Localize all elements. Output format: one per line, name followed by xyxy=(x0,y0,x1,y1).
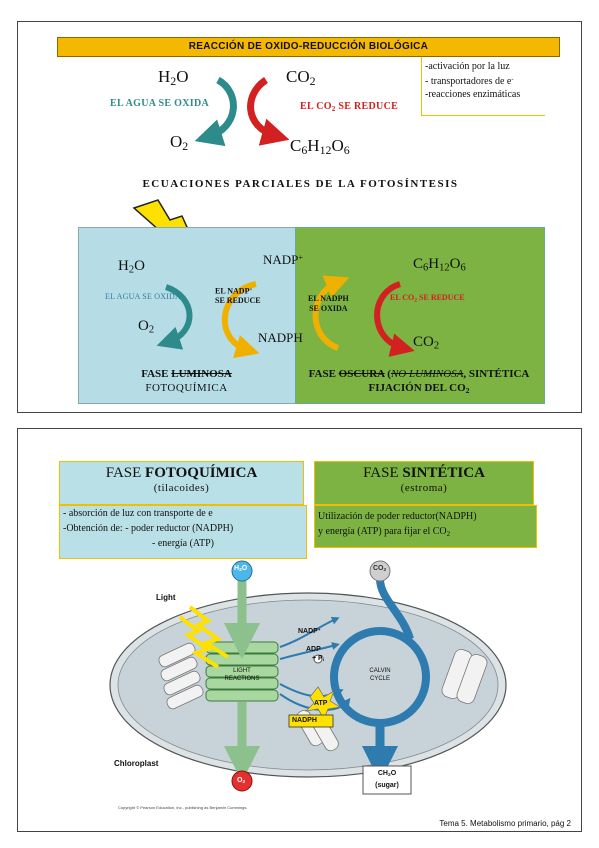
diagram-nadph: NADPH xyxy=(292,717,317,724)
diagram-adp: ADP + Pi xyxy=(306,646,325,664)
note-light: -activación por la luz xyxy=(425,61,510,72)
top-o2: O2 xyxy=(170,132,189,153)
lum-nadp-reduces: EL NADP+ SE REDUCE xyxy=(215,286,261,306)
chloroplast-diagram xyxy=(109,560,507,795)
diagram-copyright: Copyright © Pearson Education, Inc., pub… xyxy=(118,805,248,810)
page-footer: Tema 5. Metabolismo primario, pág 2 xyxy=(439,819,571,828)
water-oxidizes-label: EL AGUA SE OXIDA xyxy=(110,98,209,109)
diagram-calvin-cycle: CALVIN CYCLE xyxy=(369,668,391,682)
diagram-o2: O2 xyxy=(237,777,246,786)
lum-nadph: NADPH xyxy=(258,330,303,345)
note-transport: - transportadores de e- xyxy=(425,75,514,87)
sint-header: FASE SINTÉTICA (estroma) xyxy=(314,461,534,505)
luminosa-label: FASE LUMINOSA FOTOQUÍMICA xyxy=(141,368,232,394)
bottom-panel: FASE FOTOQUÍMICA (tilacoides) - absorció… xyxy=(17,428,582,832)
redox-title-bar: REACCIÓN DE OXIDO-REDUCCIÓN BIOLÓGICA xyxy=(57,37,560,57)
top-panel: REACCIÓN DE OXIDO-REDUCCIÓN BIOLÓGICA -a… xyxy=(17,21,582,413)
diagram-co2: CO2 xyxy=(373,565,387,574)
foto-header: FASE FOTOQUÍMICA (tilacoides) xyxy=(59,461,304,505)
top-h2o: H2O xyxy=(158,67,189,88)
redox-title: REACCIÓN DE OXIDO-REDUCCIÓN BIOLÓGICA xyxy=(188,41,429,52)
osc-co2: CO2 xyxy=(413,334,440,352)
top-co2: CO2 xyxy=(286,67,316,88)
diagram-atp: ATP xyxy=(314,700,328,707)
oscura-phase-box xyxy=(295,227,545,404)
diagram-nadp: NADP+ xyxy=(298,627,321,636)
redox-notes: -activación por la luz - transportadores… xyxy=(421,57,545,116)
sint-description: Utilización de poder reductor(NADPH) y e… xyxy=(314,505,537,548)
diagram-ch2o: CH2O (sugar) xyxy=(375,770,399,790)
foto-description: - absorción de luz con transporte de e -… xyxy=(59,505,307,559)
lum-nadp-plus: NADP+ xyxy=(263,252,304,267)
lum-o2: O2 xyxy=(138,318,155,336)
diagram-light: Light xyxy=(156,593,176,602)
osc-nadph-oxidizes: EL NADPH SE OXIDA xyxy=(308,294,349,313)
partial-arrows xyxy=(156,275,415,359)
diagram-light-reactions: LIGHT REACTIONS xyxy=(224,668,260,682)
osc-co2-reduces: EL CO2 SE REDUCE xyxy=(390,293,465,304)
oscura-label: FASE OSCURA (NO LUMINOSA, SINTÉTICA FIJA… xyxy=(308,368,530,395)
top-glucose: C6H12O6 xyxy=(290,136,350,157)
lum-water-oxidizes: EL AGUA SE OXIDA xyxy=(105,292,182,301)
note-enzymatic: -reacciones enzimáticas xyxy=(425,88,521,100)
co2-reduces-label: EL CO2 SE REDUCE xyxy=(300,101,399,113)
lum-h2o: H2O xyxy=(118,258,145,276)
redox-arrows xyxy=(194,76,290,147)
diagram-h2o: H2O xyxy=(234,565,248,574)
partial-equations-title: ECUACIONES PARCIALES DE LA FOTOSÍNTESIS xyxy=(142,178,459,190)
osc-glucose: C6H12O6 xyxy=(413,256,466,274)
diagram-chloroplast-label: Chloroplast xyxy=(114,759,159,768)
